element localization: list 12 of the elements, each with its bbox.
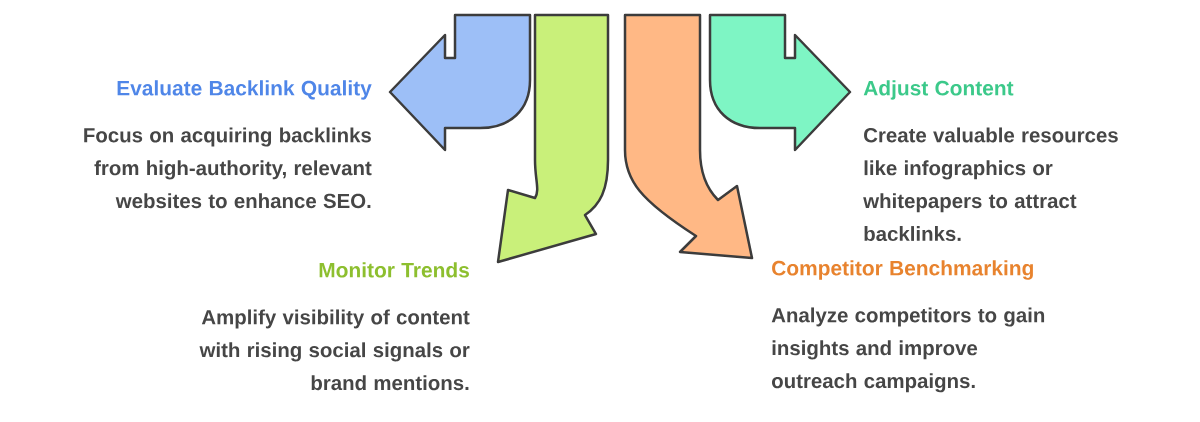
heading: Monitor Trends	[319, 262, 469, 278]
description: Analyze competitors to gain insights and improve outreach campaigns.	[771, 307, 1045, 393]
curved-arrow	[496, 13, 610, 264]
heading: Evaluate Backlink Quality	[117, 80, 372, 100]
description: Amplify visibility of content with rising social signals or brand mentions.	[199, 309, 470, 391]
curved-arrow	[708, 13, 852, 152]
description: Focus on acquiring backlinks from high-authority, relevant websites to enhance SEO.	[84, 127, 372, 209]
description: Create valuable resources like infographics or whitepapers to attract backlinks.	[863, 127, 1118, 242]
curved-arrow	[623, 13, 754, 260]
heading: Adjust Content	[863, 80, 1014, 100]
curved-arrow	[388, 13, 532, 152]
heading: Competitor Benchmarking	[772, 260, 1033, 280]
